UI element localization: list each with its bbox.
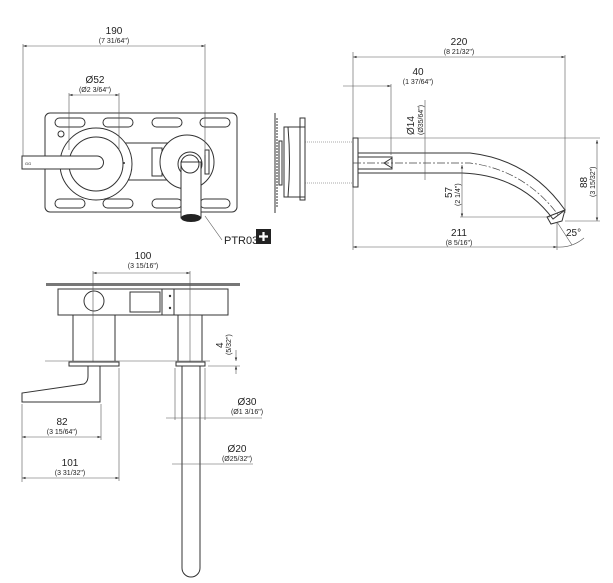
- dim-lever-total: 101: [62, 458, 79, 469]
- dim-projection-inch: (8 5/16"): [446, 240, 473, 247]
- dim-spout-length: 220: [451, 37, 468, 48]
- dim-rosette-diameter: Ø30: [238, 397, 257, 408]
- dim-outlet-drop-inch: (2 1/4"): [455, 183, 462, 206]
- lever-top: [21, 365, 101, 403]
- lever-handle: [21, 155, 104, 170]
- spout-side-view: 220 (8 21/32") 40 (1 37/64") Ø14 (Ø35/64…: [299, 37, 600, 250]
- dim-width: 190: [106, 26, 123, 37]
- dim-centers: 100: [135, 251, 152, 262]
- dim-spout-diameter-inch: (Ø25/32"): [222, 456, 252, 463]
- dim-handle-diameter: Ø52: [86, 75, 105, 86]
- dim-lever-total-inch: (3 31/32"): [55, 470, 86, 477]
- dim-rosette-diameter-inch: (Ø1 3/16"): [231, 409, 263, 416]
- top-view: 100 (3 15/16") 4 (5/32") Ø30 (Ø1 3/16") …: [21, 251, 263, 578]
- dim-lever-length: 82: [56, 417, 68, 428]
- dim-centers-inch: (3 15/16"): [128, 263, 159, 270]
- valve-body-top: [57, 288, 229, 316]
- lever-mark: GG: [25, 161, 31, 166]
- dim-depth-inch: (1 37/64"): [403, 79, 434, 86]
- spout-pipe: [358, 152, 566, 220]
- dim-outlet-drop: 57: [444, 186, 455, 198]
- dim-rosette-inch: (5/32"): [226, 334, 233, 355]
- dim-spout-length-inch: (8 21/32"): [444, 49, 475, 56]
- dim-aerator-diameter-inch: (Ø35/64"): [418, 105, 425, 135]
- dim-lever-length-inch: (3 15/64"): [47, 429, 78, 436]
- dim-aerator-diameter: Ø14: [406, 116, 417, 135]
- spout-stem: [181, 365, 201, 578]
- dim-height-inch: (3 15/32"): [590, 166, 597, 197]
- part-label-ptr03: PTR03: [224, 235, 258, 247]
- dim-projection: 211: [451, 228, 467, 239]
- dim-rosette: 4: [215, 342, 226, 348]
- plus-icon[interactable]: [256, 229, 271, 244]
- dim-handle-diameter-inch: (Ø2 3/64"): [79, 87, 111, 94]
- front-view: GG 190 (7 31/64") Ø52 (Ø2 3/64") PTR03: [21, 26, 271, 247]
- dim-angle: 25°: [566, 228, 581, 239]
- dim-depth: 40: [412, 67, 424, 78]
- dim-width-inch: (7 31/64"): [99, 38, 130, 45]
- dim-height: 88: [579, 176, 590, 188]
- dim-spout-diameter: Ø20: [228, 444, 247, 455]
